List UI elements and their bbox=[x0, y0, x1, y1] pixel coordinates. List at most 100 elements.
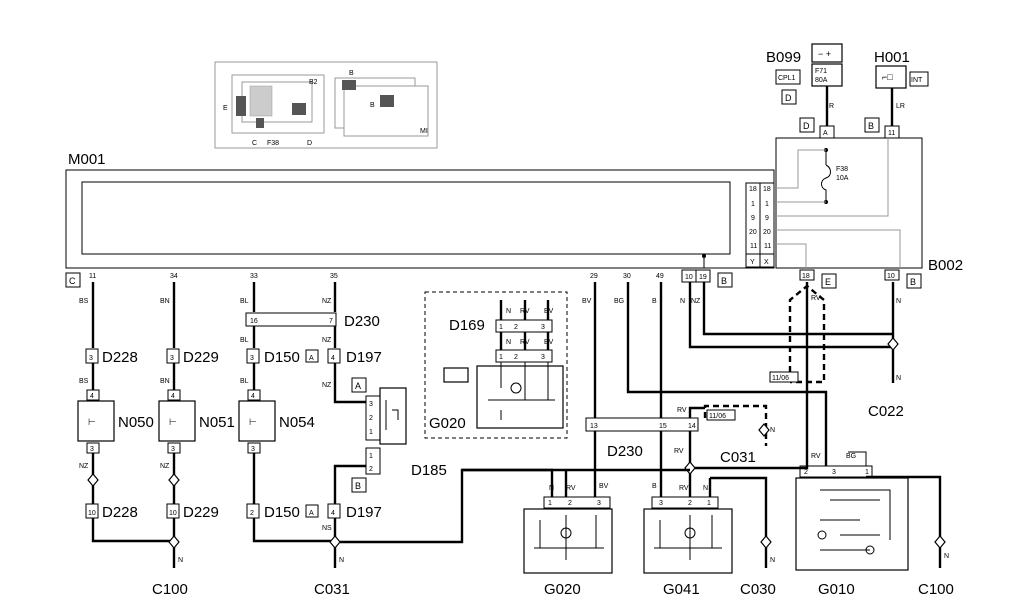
svg-text:BN: BN bbox=[160, 298, 170, 305]
d169-label: D169 bbox=[449, 317, 485, 334]
svg-text:N: N bbox=[339, 557, 344, 564]
svg-text:N: N bbox=[549, 485, 554, 492]
svg-text:D: D bbox=[803, 121, 810, 131]
svg-text:A: A bbox=[309, 355, 314, 362]
svg-text:Y: Y bbox=[750, 259, 755, 266]
wire-column-d150: BL 16 7 D230 BL 3 D150 A BL 4 ⊢ N054 3 2… bbox=[238, 282, 380, 543]
svg-text:15: 15 bbox=[659, 423, 667, 430]
b099-battery: B099 − + F71 80A CPL1 D R bbox=[766, 43, 843, 126]
c100-left-label: C100 bbox=[152, 581, 188, 598]
svg-text:N: N bbox=[770, 557, 775, 564]
svg-text:7: 7 bbox=[329, 318, 333, 325]
svg-text:11: 11 bbox=[888, 130, 895, 137]
m001-pin-11: 11 bbox=[89, 273, 96, 280]
svg-text:N: N bbox=[944, 553, 949, 560]
g041-label: G041 bbox=[663, 581, 700, 598]
svg-text:B: B bbox=[355, 481, 361, 491]
svg-text:RV: RV bbox=[520, 339, 530, 346]
svg-text:⊢: ⊢ bbox=[249, 417, 257, 427]
svg-text:2: 2 bbox=[369, 415, 373, 422]
svg-text:2: 2 bbox=[688, 500, 692, 507]
svg-text:BS: BS bbox=[79, 378, 89, 385]
svg-text:RV: RV bbox=[520, 308, 530, 315]
svg-text:4: 4 bbox=[171, 393, 175, 400]
svg-text:4: 4 bbox=[251, 393, 255, 400]
locator-label-f38: F38 bbox=[267, 140, 279, 147]
svg-text:3: 3 bbox=[170, 355, 174, 362]
d228-bottom-label: D228 bbox=[102, 504, 138, 521]
svg-text:14: 14 bbox=[688, 423, 696, 430]
svg-text:2: 2 bbox=[804, 469, 808, 476]
d230-middle-connector: 13 15 14 D230 bbox=[585, 417, 699, 460]
svg-text:3: 3 bbox=[90, 446, 94, 453]
b099-label: B099 bbox=[766, 49, 801, 66]
svg-text:9: 9 bbox=[765, 215, 769, 222]
g041-component: 3 2 1 RV N G041 N C030 bbox=[643, 476, 776, 598]
svg-text:1: 1 bbox=[369, 429, 373, 436]
svg-text:1: 1 bbox=[499, 354, 503, 361]
svg-text:⊢: ⊢ bbox=[169, 417, 177, 427]
c100-right-label: C100 bbox=[918, 581, 954, 598]
svg-text:F38: F38 bbox=[836, 166, 848, 173]
svg-text:NS: NS bbox=[322, 525, 332, 532]
svg-text:⊢: ⊢ bbox=[88, 417, 96, 427]
svg-text:4: 4 bbox=[90, 393, 94, 400]
svg-text:1: 1 bbox=[765, 201, 769, 208]
svg-text:3: 3 bbox=[541, 324, 545, 331]
svg-text:B: B bbox=[721, 276, 727, 286]
svg-text:2: 2 bbox=[568, 500, 572, 507]
svg-text:RV: RV bbox=[674, 448, 684, 455]
c031-dashed: 11/06 N C031 bbox=[703, 404, 775, 466]
svg-text:− +: − + bbox=[818, 49, 831, 59]
svg-text:⌐□: ⌐□ bbox=[882, 72, 893, 82]
svg-text:2: 2 bbox=[514, 354, 518, 361]
svg-text:3: 3 bbox=[597, 500, 601, 507]
svg-text:11/06: 11/06 bbox=[709, 413, 726, 420]
g010-component: 2 3 1 G010 N C100 bbox=[795, 451, 954, 598]
svg-text:10A: 10A bbox=[836, 175, 849, 182]
c030-label: C030 bbox=[740, 581, 776, 598]
locator-label-c: C bbox=[252, 140, 257, 147]
c022-label: C022 bbox=[868, 403, 904, 420]
b002-label: B002 bbox=[928, 257, 963, 274]
svg-text:A: A bbox=[823, 130, 828, 137]
wire-column-d228: BS 3 D228 BS 4 ⊢ N050 3 NZ 10 D228 bbox=[77, 282, 174, 543]
svg-text:3: 3 bbox=[251, 446, 255, 453]
svg-text:C: C bbox=[69, 276, 76, 286]
d229-top-label: D229 bbox=[183, 349, 219, 366]
h001-label: H001 bbox=[874, 49, 910, 66]
d228-top-label: D228 bbox=[102, 349, 138, 366]
svg-text:9: 9 bbox=[751, 215, 755, 222]
svg-text:BG: BG bbox=[614, 298, 624, 305]
svg-text:N: N bbox=[178, 557, 183, 564]
d197-bottom-label: D197 bbox=[346, 504, 382, 521]
svg-text:4: 4 bbox=[331, 355, 335, 362]
svg-text:20: 20 bbox=[763, 229, 771, 236]
svg-text:10: 10 bbox=[169, 510, 177, 517]
svg-text:10: 10 bbox=[887, 273, 895, 280]
svg-text:LR: LR bbox=[896, 103, 905, 110]
svg-text:X: X bbox=[764, 259, 769, 266]
wire-column-d229: BN 3 D229 BN 4 ⊢ N051 3 NZ 10 D229 N C10… bbox=[152, 282, 235, 598]
b002-fusebox: B002 D B A 11 F38 10A 18 10 E B bbox=[775, 117, 963, 289]
svg-text:18: 18 bbox=[802, 273, 810, 280]
n051-label: N051 bbox=[199, 414, 235, 431]
svg-text:BL: BL bbox=[240, 378, 249, 385]
svg-text:4: 4 bbox=[331, 510, 335, 517]
g020-component: 1 2 3 N RV G020 bbox=[523, 470, 613, 598]
locator-label-mi: MI bbox=[420, 128, 428, 135]
svg-text:10: 10 bbox=[88, 510, 96, 517]
svg-text:16: 16 bbox=[250, 318, 258, 325]
svg-text:NZ: NZ bbox=[79, 463, 89, 470]
c031-dashed-label: C031 bbox=[720, 449, 756, 466]
svg-text:2: 2 bbox=[514, 324, 518, 331]
svg-text:3: 3 bbox=[250, 355, 254, 362]
locator-label-b: B bbox=[349, 70, 354, 77]
m001-pin-19: 19 bbox=[699, 274, 707, 281]
m001-pin-34: 34 bbox=[170, 273, 178, 280]
svg-text:N: N bbox=[770, 427, 775, 434]
d185-label: D185 bbox=[411, 462, 447, 479]
svg-text:NZ: NZ bbox=[160, 463, 170, 470]
m001-pin-33: 33 bbox=[250, 273, 258, 280]
